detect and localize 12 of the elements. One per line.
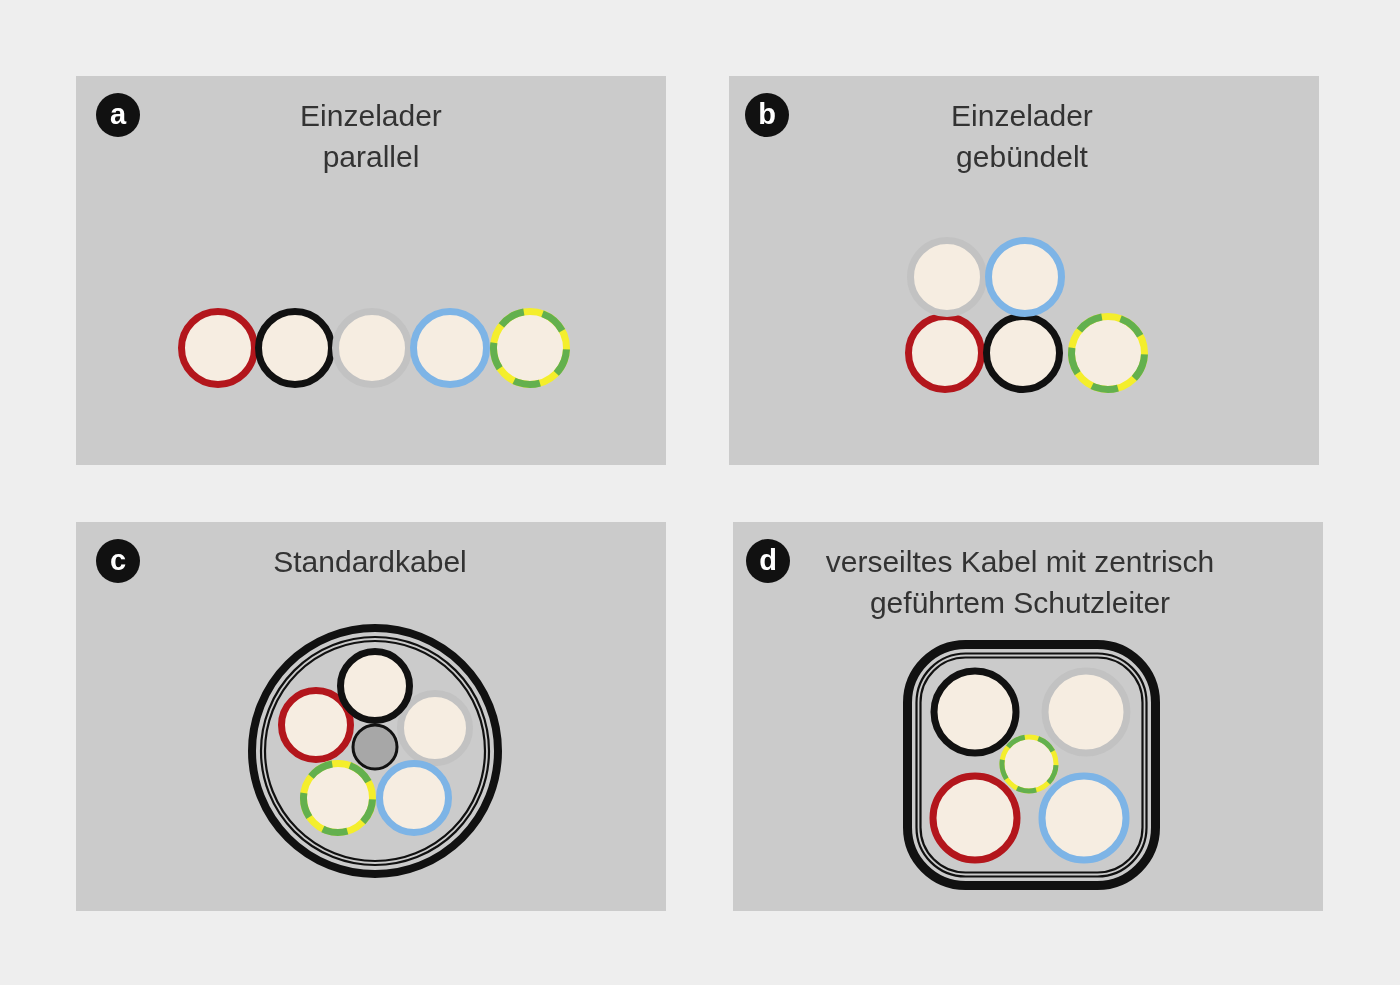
panel <box>76 76 666 465</box>
letter-badge: b <box>745 93 789 137</box>
letter-badge: c <box>96 539 140 583</box>
letter-badge: d <box>746 539 790 583</box>
letter-badge: a <box>96 93 140 137</box>
panel-title: Einzelader gebündelt <box>950 98 1094 175</box>
panel-title: Standardkabel <box>272 544 468 580</box>
panel-title: verseiltes Kabel mit zentrisch geführtem Schutzleiter <box>824 544 1216 621</box>
panel-title: Einzelader parallel <box>299 98 443 175</box>
panel <box>729 76 1319 465</box>
panel <box>76 522 666 911</box>
panel <box>733 522 1323 911</box>
